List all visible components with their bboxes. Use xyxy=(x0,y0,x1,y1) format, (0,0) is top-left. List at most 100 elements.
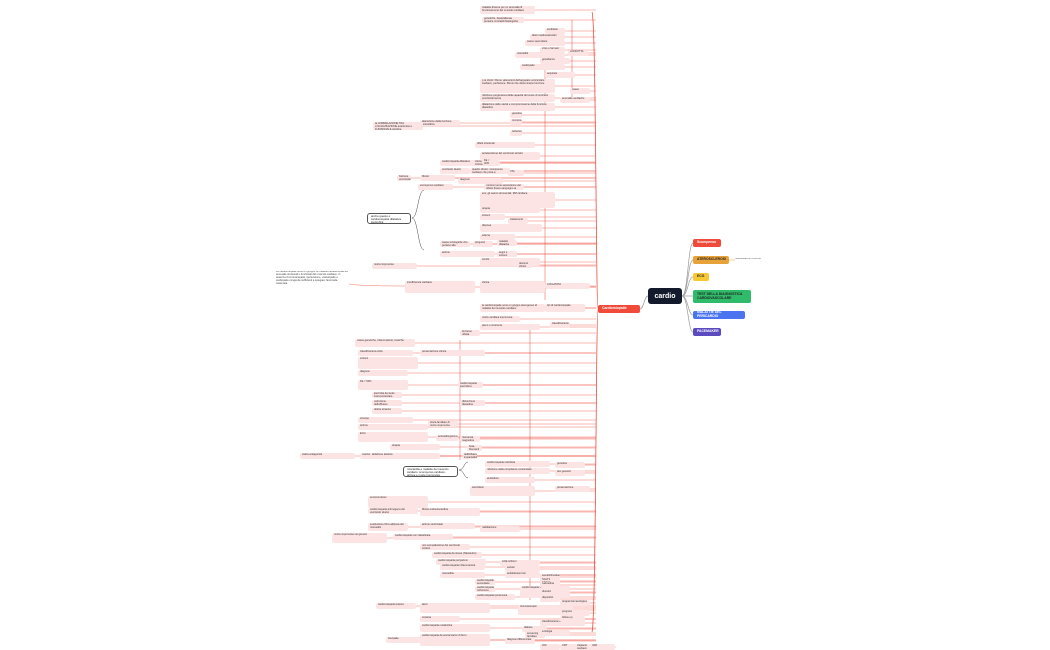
sub-node[interactable]: test genetici xyxy=(555,470,585,476)
sub-node[interactable]: frazione ventricolare xyxy=(397,175,411,181)
sub-node[interactable]: cause genetiche, infiammatorie, tossiche xyxy=(355,339,415,347)
sub-node[interactable]: trombi xyxy=(480,258,540,266)
sub-node[interactable]: scompenso cardiaco xyxy=(418,184,453,190)
sub-node[interactable]: ereditarie xyxy=(545,28,565,34)
sub-node[interactable]: disfunzione diastolica xyxy=(460,400,485,406)
sub-node[interactable]: sacubitril/valsartan xyxy=(540,574,560,580)
branch-scompenso[interactable]: Scompenso xyxy=(693,239,721,247)
sub-node[interactable]: decorso clinico variabile che va da asin… xyxy=(517,262,532,268)
sub-node[interactable]: presentazione xyxy=(555,486,590,492)
sub-node[interactable]: FE < 50% xyxy=(358,380,408,390)
sub-node[interactable]: la CORRELAZIONE TRA LOCALIZZAZIONE anato… xyxy=(373,122,423,130)
sub-node[interactable]: clinica xyxy=(480,281,545,293)
sub-node[interactable]: aritmie xyxy=(440,251,495,257)
sub-node[interactable]: ventricolo destro xyxy=(440,168,470,174)
branch-malattie-pericardio[interactable]: MALATTIE DEL PERICARDIO xyxy=(693,310,745,319)
sub-node[interactable]: cause xyxy=(570,88,590,94)
sub-node[interactable]: genetiche, bassi/alterate proteine contr… xyxy=(482,17,524,23)
sub-node[interactable]: pieno o ricorrente xyxy=(480,324,540,330)
sub-node[interactable]: antialdosteronici xyxy=(505,572,540,578)
sub-node[interactable]: classificazione AHA xyxy=(358,350,413,356)
sub-node[interactable]: funzione ridotta xyxy=(460,330,480,336)
sub-node[interactable]: ICD xyxy=(540,644,560,650)
sub-node[interactable]: dilatazione delle cavità e compromission… xyxy=(480,103,555,111)
sub-node[interactable]: emocromatosi xyxy=(368,496,428,508)
sub-node[interactable]: alcol xyxy=(420,603,490,613)
sub-node[interactable]: terapia xyxy=(480,207,540,213)
sub-node[interactable]: p le clinici: fibrosi, alterazioni dell'… xyxy=(480,79,555,93)
sub-node[interactable]: riabilitazione xyxy=(480,526,520,532)
sub-node[interactable]: cardiomiopatia restrittiva xyxy=(485,461,550,467)
sub-node[interactable]: genetica xyxy=(555,462,585,468)
sub-node[interactable]: ostruzione dell'efflusso xyxy=(372,400,402,406)
sub-node[interactable]: A DILATATA xyxy=(545,283,590,289)
sub-node[interactable]: trapianto cardiaco xyxy=(575,644,595,650)
sub-node[interactable]: sintomi xyxy=(480,214,505,220)
sub-node[interactable]: ECG xyxy=(358,432,428,442)
sub-node[interactable]: edema xyxy=(480,234,515,240)
sub-node[interactable]: diagnosi differenziale xyxy=(505,638,535,644)
sub-node[interactable]: risonanza magnetica xyxy=(460,436,480,442)
sub-node[interactable]: cause secondarie xyxy=(525,40,565,46)
sub-node[interactable]: i sintomi sono espressione del ridotto f… xyxy=(484,184,524,190)
sub-node[interactable]: compromessa xyxy=(510,119,522,125)
branch-ecg[interactable]: ECG xyxy=(693,273,709,281)
sub-node[interactable]: cardiomiopatie secondarie xyxy=(475,579,495,585)
sub-node[interactable]: morte improvvisa xyxy=(372,263,417,269)
sub-node[interactable]: sostituzione fibro-adiposa del miocardio xyxy=(368,523,408,531)
sub-node[interactable]: alterazione della funzione miocardica xyxy=(420,120,460,126)
sub-node[interactable]: sarcoidosi xyxy=(470,486,535,496)
sub-node[interactable]: fattori cardiovascolari xyxy=(530,34,565,40)
sub-node[interactable]: prognosi xyxy=(473,241,493,247)
sub-node[interactable]: riduzione progressiva della capacità del… xyxy=(480,94,555,102)
sub-node[interactable]: calcio-antagonisti xyxy=(300,453,355,459)
sub-node[interactable]: fibrosi xyxy=(420,175,455,181)
sub-node[interactable]: cardiopatie xyxy=(520,64,565,70)
sub-node[interactable]: miectomia xyxy=(360,453,375,459)
sub-node[interactable]: follow-up xyxy=(560,616,585,622)
sub-node[interactable]: miocardite xyxy=(440,572,485,578)
sub-node[interactable]: VSx xyxy=(508,170,524,176)
sub-node[interactable]: ecocardiogramma xyxy=(436,435,458,441)
sub-node[interactable]: cardiomiopatia da sovraccarico di ferro xyxy=(420,634,490,646)
sub-node[interactable]: VAD xyxy=(590,644,615,650)
sub-node[interactable]: diagnosi xyxy=(358,370,408,376)
sub-node[interactable]: dolore toracico xyxy=(372,408,402,414)
sub-node[interactable]: aritmie xyxy=(358,424,428,430)
sub-node[interactable]: classificazione xyxy=(550,322,570,328)
sub-node[interactable]: cardiomiopatia ipertrofica xyxy=(458,382,483,388)
sub-node[interactable]: morte cardiaca improvvisa xyxy=(480,316,520,322)
sub-node[interactable]: cardiomiopatia peripartum xyxy=(436,559,486,565)
sub-node[interactable]: cardiomiopatia dilatativa xyxy=(440,160,475,166)
sub-node[interactable]: anomalie cardiache xyxy=(560,97,590,103)
sub-node[interactable]: cardiomiopatia infiammatoria xyxy=(440,564,485,570)
sub-node[interactable]: cardiomiopatia non classificata xyxy=(393,534,453,540)
sub-node[interactable]: cardiomiopatia ischemica xyxy=(475,586,495,592)
sub-node[interactable]: virus e farmaci xyxy=(540,47,565,53)
sub-node[interactable]: quadro clinico: scompenso cardiaco che p… xyxy=(470,168,510,174)
sub-node[interactable]: malattie diverse per un anomalia di funz… xyxy=(480,6,535,14)
sub-node[interactable]: dispositivi xyxy=(540,596,560,602)
sub-node[interactable]: diabete xyxy=(522,626,547,632)
sub-node[interactable]: fibrosi endomiocardica xyxy=(420,508,480,516)
sub-node[interactable]: accelerazione del ventricolo sinistro xyxy=(480,152,540,160)
sub-node[interactable]: gravidanza xyxy=(540,58,570,64)
sub-node[interactable]: eco, gli esami strumentali, RM cardiaca xyxy=(480,192,555,208)
sub-node[interactable]: diagnosi xyxy=(458,178,503,184)
sub-node[interactable]: prognosi xyxy=(560,610,590,616)
sub-node[interactable]: difetti strutturali xyxy=(475,142,535,148)
sub-node[interactable]: ipertrofia del setto interventricolare xyxy=(372,392,402,398)
sub-node[interactable]: A RIDOTTA xyxy=(568,50,588,56)
sub-node[interactable]: cardiomiopatia da stress (Takotsubo) xyxy=(432,552,482,558)
root-node[interactable]: cardio xyxy=(648,288,682,304)
sub-node[interactable]: FE < 40% xyxy=(482,159,496,165)
sub-node[interactable]: malattie dilatative cardiache xyxy=(497,240,517,246)
note-dilatativa[interactable]: anche questo è cardiomiopatia dilatativa… xyxy=(367,213,411,224)
sub-node[interactable]: segni e sintomi xyxy=(497,251,517,257)
sub-node[interactable]: sartani xyxy=(505,566,540,572)
sub-node[interactable]: morte improvvisa nei giovani xyxy=(332,533,387,543)
sub-node[interactable]: le cardiomiopatie sono un gruppo eteroge… xyxy=(480,304,545,312)
sub-node[interactable]: chemioterapici xyxy=(518,605,573,615)
sub-node[interactable]: storia familiare di morte improvvisa xyxy=(428,421,458,427)
sub-node[interactable]: terapia xyxy=(390,444,440,450)
